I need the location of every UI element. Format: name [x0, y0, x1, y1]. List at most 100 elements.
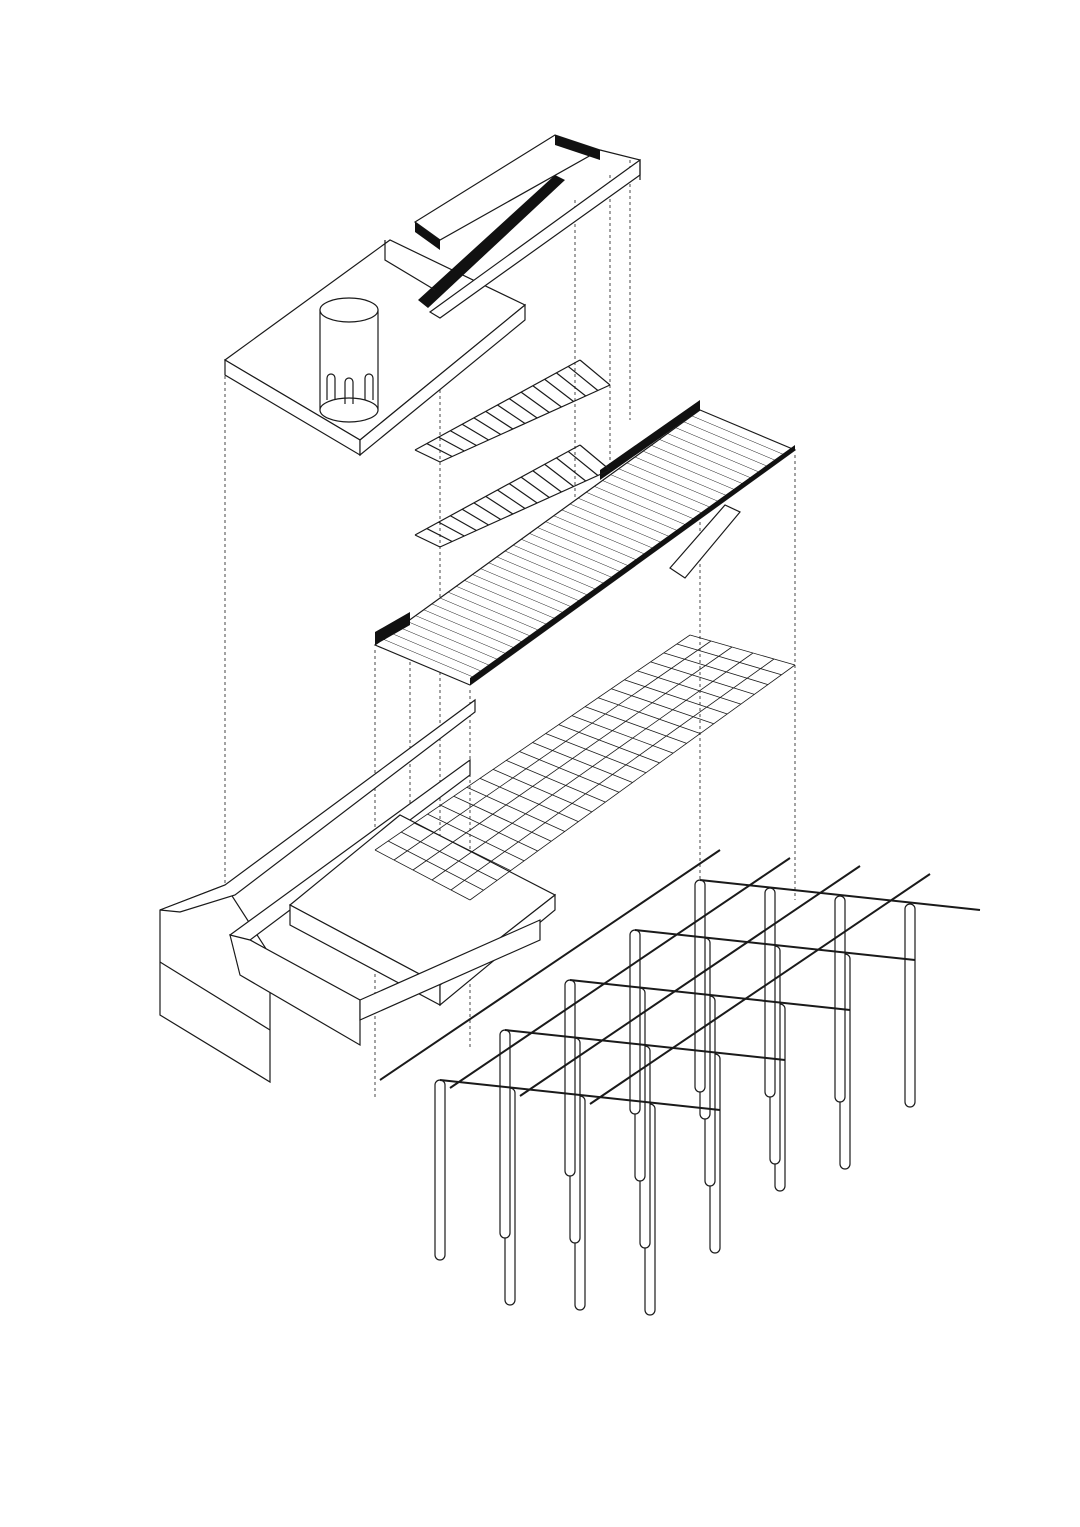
roof-terrace: [223, 134, 641, 457]
grid-beam: [450, 658, 775, 891]
deck-hatch-line: [439, 597, 536, 639]
grid-beam: [650, 661, 755, 695]
lattice-chord: [439, 469, 611, 548]
grid-beam: [469, 664, 796, 901]
lattice-member: [450, 430, 477, 447]
deck-hatch-line: [578, 497, 674, 539]
pile: [694, 879, 706, 1093]
deck-hatch-line: [594, 486, 690, 527]
lattice-member: [414, 449, 441, 463]
deck-hatch-line: [472, 574, 568, 615]
deck-hatch-line: [407, 621, 503, 662]
grid-beam: [374, 634, 691, 851]
pile-cap-beam: [379, 849, 721, 1081]
deck-hatch-line: [383, 638, 479, 680]
deck-hatch-line: [610, 474, 706, 515]
grid-beam: [519, 751, 620, 793]
lattice-member: [485, 495, 514, 515]
deck-hatch-line: [651, 445, 747, 486]
deck-hatch-line: [529, 533, 625, 574]
lattice-member: [426, 443, 453, 458]
grid-beam: [440, 804, 538, 852]
lattice-member: [438, 436, 465, 452]
grid-beam: [676, 643, 782, 676]
pile-cap-beam: [634, 929, 916, 961]
lattice-member: [556, 457, 587, 482]
deck-hatch-line: [456, 586, 552, 627]
grid-beam: [545, 733, 647, 774]
pile: [834, 895, 846, 1103]
lattice-member: [508, 483, 538, 504]
pile: [629, 929, 641, 1115]
pile: [904, 903, 916, 1108]
deck-hatch-line: [504, 550, 601, 592]
grid-beam: [637, 670, 741, 705]
deck-hatch-line: [659, 439, 755, 480]
pile-cap-beam: [449, 857, 791, 1089]
lattice-member: [473, 502, 502, 521]
lattice-member: [567, 450, 599, 476]
grid-beam: [427, 813, 525, 862]
lattice-member: [520, 476, 550, 498]
lattice-member: [579, 444, 611, 471]
grid-beam: [412, 646, 733, 871]
grid-beam: [663, 652, 769, 685]
deck-hatch-line: [553, 515, 649, 556]
deck-hatch-line: [480, 568, 576, 609]
grid-beam: [387, 840, 484, 891]
deck-hatch-line: [464, 580, 560, 621]
deck-hatch-line: [537, 527, 633, 568]
deck-hatch-line: [634, 456, 731, 498]
deck-hatch-line: [431, 603, 527, 645]
lattice-member: [520, 391, 550, 413]
deck-hatch-line: [683, 421, 779, 462]
lattice-member: [450, 515, 477, 532]
pile-foundation: [379, 849, 981, 1316]
grid-beam: [453, 795, 552, 842]
deck-hatch-line: [626, 462, 722, 504]
lattice-member: [556, 372, 587, 397]
grid-beam: [584, 706, 687, 744]
deck-hatch-line: [586, 492, 682, 533]
deck-hatch-line: [667, 433, 763, 474]
deck-hatch-line: [496, 556, 592, 598]
deck-hatch-line: [545, 521, 641, 562]
grid-beam: [558, 724, 660, 764]
deck-hatch-line: [399, 627, 495, 668]
grid-beam: [624, 679, 728, 715]
pile: [764, 887, 776, 1098]
lattice-member: [473, 417, 502, 436]
deck-hatch-line: [602, 480, 698, 521]
grid-beam: [466, 786, 565, 832]
deck-hatch-line: [561, 509, 657, 551]
lattice-member: [532, 470, 562, 493]
lattice-member: [497, 489, 526, 509]
grid-beam: [393, 640, 712, 861]
grid-beam: [689, 634, 796, 666]
steel-lattice: [414, 359, 611, 548]
lattice-member: [532, 385, 562, 408]
deck-hatch-line: [488, 562, 584, 603]
lattice-member: [426, 528, 453, 543]
lattice-member: [567, 365, 599, 391]
lattice-member: [544, 463, 574, 487]
grid-beam: [374, 849, 471, 901]
deck-hatch-line: [675, 427, 771, 468]
lattice-member: [579, 359, 611, 386]
grid-beam: [401, 831, 498, 881]
deck-hatch-line: [521, 539, 617, 580]
pile-cap-beam: [589, 873, 931, 1105]
grid-beam: [492, 769, 593, 813]
pile-cap-beam: [519, 865, 861, 1097]
lattice-member: [461, 423, 489, 441]
lattice-member: [497, 404, 526, 424]
pile: [434, 1079, 446, 1261]
main-deck: [373, 400, 797, 686]
grid-beam: [571, 715, 674, 754]
grid-beam: [431, 652, 754, 881]
lattice-member: [485, 410, 514, 430]
lattice-member: [414, 534, 441, 548]
grid-beam: [611, 688, 714, 725]
